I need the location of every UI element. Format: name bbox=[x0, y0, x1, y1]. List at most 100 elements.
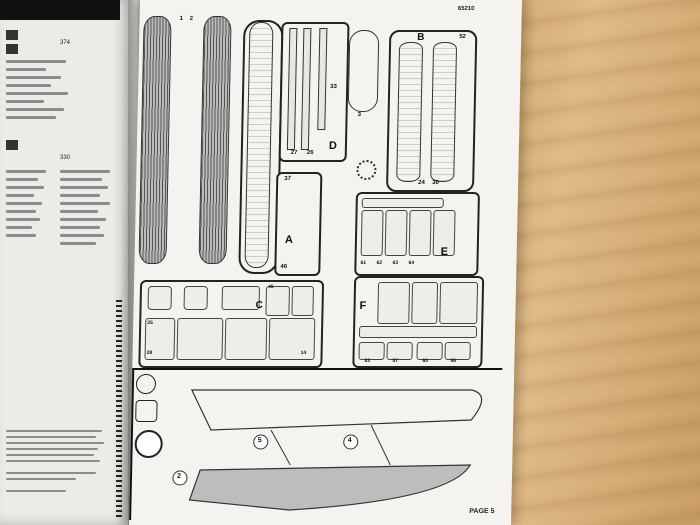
text-line bbox=[6, 108, 64, 111]
text-line bbox=[60, 194, 100, 197]
text-line bbox=[6, 448, 98, 450]
frame-b: B 52 24 30 bbox=[385, 30, 478, 192]
text-line bbox=[6, 194, 34, 197]
part-cell bbox=[224, 318, 268, 360]
part-number: 28 bbox=[146, 350, 153, 356]
part-cell bbox=[411, 282, 439, 324]
strip-part bbox=[300, 28, 312, 150]
part-number: 14 bbox=[300, 350, 307, 356]
right-page: 65210 1 2 37 A 46 27 26 33 D 3 B 52 24 3… bbox=[129, 0, 523, 525]
text-line bbox=[60, 218, 106, 221]
part-cell bbox=[265, 286, 291, 316]
part-number: 64 bbox=[408, 260, 415, 266]
part-number: 27 bbox=[290, 150, 298, 156]
text-line bbox=[6, 436, 96, 438]
part-cell bbox=[408, 210, 432, 256]
part-number: 56 bbox=[450, 358, 457, 364]
part-number: 2 bbox=[189, 16, 194, 22]
guide-line bbox=[370, 424, 391, 466]
part-number: 57 bbox=[392, 358, 399, 364]
text-line bbox=[6, 84, 51, 87]
part-cell bbox=[221, 286, 261, 310]
page-label: PAGE 5 bbox=[469, 508, 495, 515]
callout bbox=[172, 470, 188, 486]
text-line bbox=[60, 186, 108, 189]
frame-e: E 61 62 63 64 bbox=[354, 192, 480, 276]
text-line bbox=[60, 242, 96, 245]
clock-icon bbox=[134, 430, 163, 458]
part-number: 26 bbox=[306, 150, 314, 156]
flag-icon bbox=[6, 30, 18, 40]
text-line bbox=[60, 178, 102, 181]
part-number: 1 bbox=[179, 16, 184, 22]
kit-number: 65210 bbox=[457, 6, 475, 12]
step-one-icon bbox=[135, 374, 157, 394]
part-number: 25 bbox=[147, 320, 153, 326]
text-line bbox=[60, 226, 100, 229]
text-line bbox=[6, 92, 68, 95]
ruler-ticks bbox=[116, 300, 122, 520]
part-number: 33 bbox=[330, 84, 337, 90]
part-cell bbox=[268, 318, 316, 360]
text-line bbox=[6, 234, 36, 237]
frame-letter: B bbox=[417, 32, 425, 43]
callout bbox=[253, 434, 269, 450]
callout-number: 5 bbox=[257, 437, 262, 444]
part-number: 30 bbox=[432, 180, 439, 186]
text-line bbox=[6, 218, 40, 221]
callout-number: 2 bbox=[176, 473, 181, 480]
part-number: 60 bbox=[422, 358, 429, 364]
callout-number: 4 bbox=[347, 437, 352, 444]
frame-letter: C bbox=[255, 300, 263, 311]
strip-part bbox=[317, 28, 328, 130]
part-cell bbox=[386, 342, 413, 360]
glue-icon bbox=[135, 400, 158, 422]
part-number: 53 bbox=[364, 358, 371, 364]
text-line bbox=[6, 210, 36, 213]
part-number: 63 bbox=[392, 260, 399, 266]
deck-part bbox=[430, 42, 458, 182]
text-line bbox=[60, 234, 104, 237]
header-bar bbox=[0, 0, 120, 20]
part-row bbox=[358, 326, 478, 338]
deck-part bbox=[396, 42, 424, 182]
part-cell bbox=[377, 282, 411, 324]
frame-a: 37 A 46 bbox=[274, 172, 323, 276]
deck-part bbox=[244, 22, 274, 268]
gear-part bbox=[356, 160, 377, 180]
text-line bbox=[6, 442, 104, 444]
part-cell bbox=[384, 210, 408, 256]
text-line bbox=[6, 76, 61, 79]
text-line bbox=[60, 210, 98, 213]
part-cell bbox=[183, 286, 209, 310]
assembly-diagram bbox=[172, 389, 483, 511]
part-cell bbox=[416, 342, 443, 360]
part-cell bbox=[358, 342, 385, 360]
part-row bbox=[361, 198, 444, 208]
hull-part-1 bbox=[138, 16, 172, 264]
part-number: 45 bbox=[267, 284, 274, 290]
text-line bbox=[6, 472, 96, 474]
part-number: 3 bbox=[357, 112, 361, 118]
frame-c: C 25 28 45 14 bbox=[138, 280, 325, 368]
text-line bbox=[6, 490, 66, 492]
part-cell bbox=[147, 286, 173, 310]
paint-code: 330 bbox=[60, 155, 71, 161]
text-line bbox=[6, 170, 46, 173]
text-line bbox=[6, 454, 94, 456]
left-page: 374 330 bbox=[0, 0, 132, 525]
strip-part bbox=[286, 28, 298, 150]
text-line bbox=[6, 226, 32, 229]
text-line bbox=[6, 460, 100, 462]
flag-icon bbox=[6, 140, 18, 150]
frame-letter: A bbox=[284, 234, 294, 246]
guide-line bbox=[270, 429, 291, 466]
frame-letter: D bbox=[328, 140, 338, 152]
part-number: 62 bbox=[376, 260, 383, 266]
part-cell bbox=[439, 282, 479, 324]
part-cell bbox=[444, 342, 471, 360]
part-number: 46 bbox=[280, 264, 288, 270]
text-line bbox=[60, 170, 110, 173]
text-line bbox=[6, 100, 44, 103]
hull-half bbox=[188, 464, 472, 511]
